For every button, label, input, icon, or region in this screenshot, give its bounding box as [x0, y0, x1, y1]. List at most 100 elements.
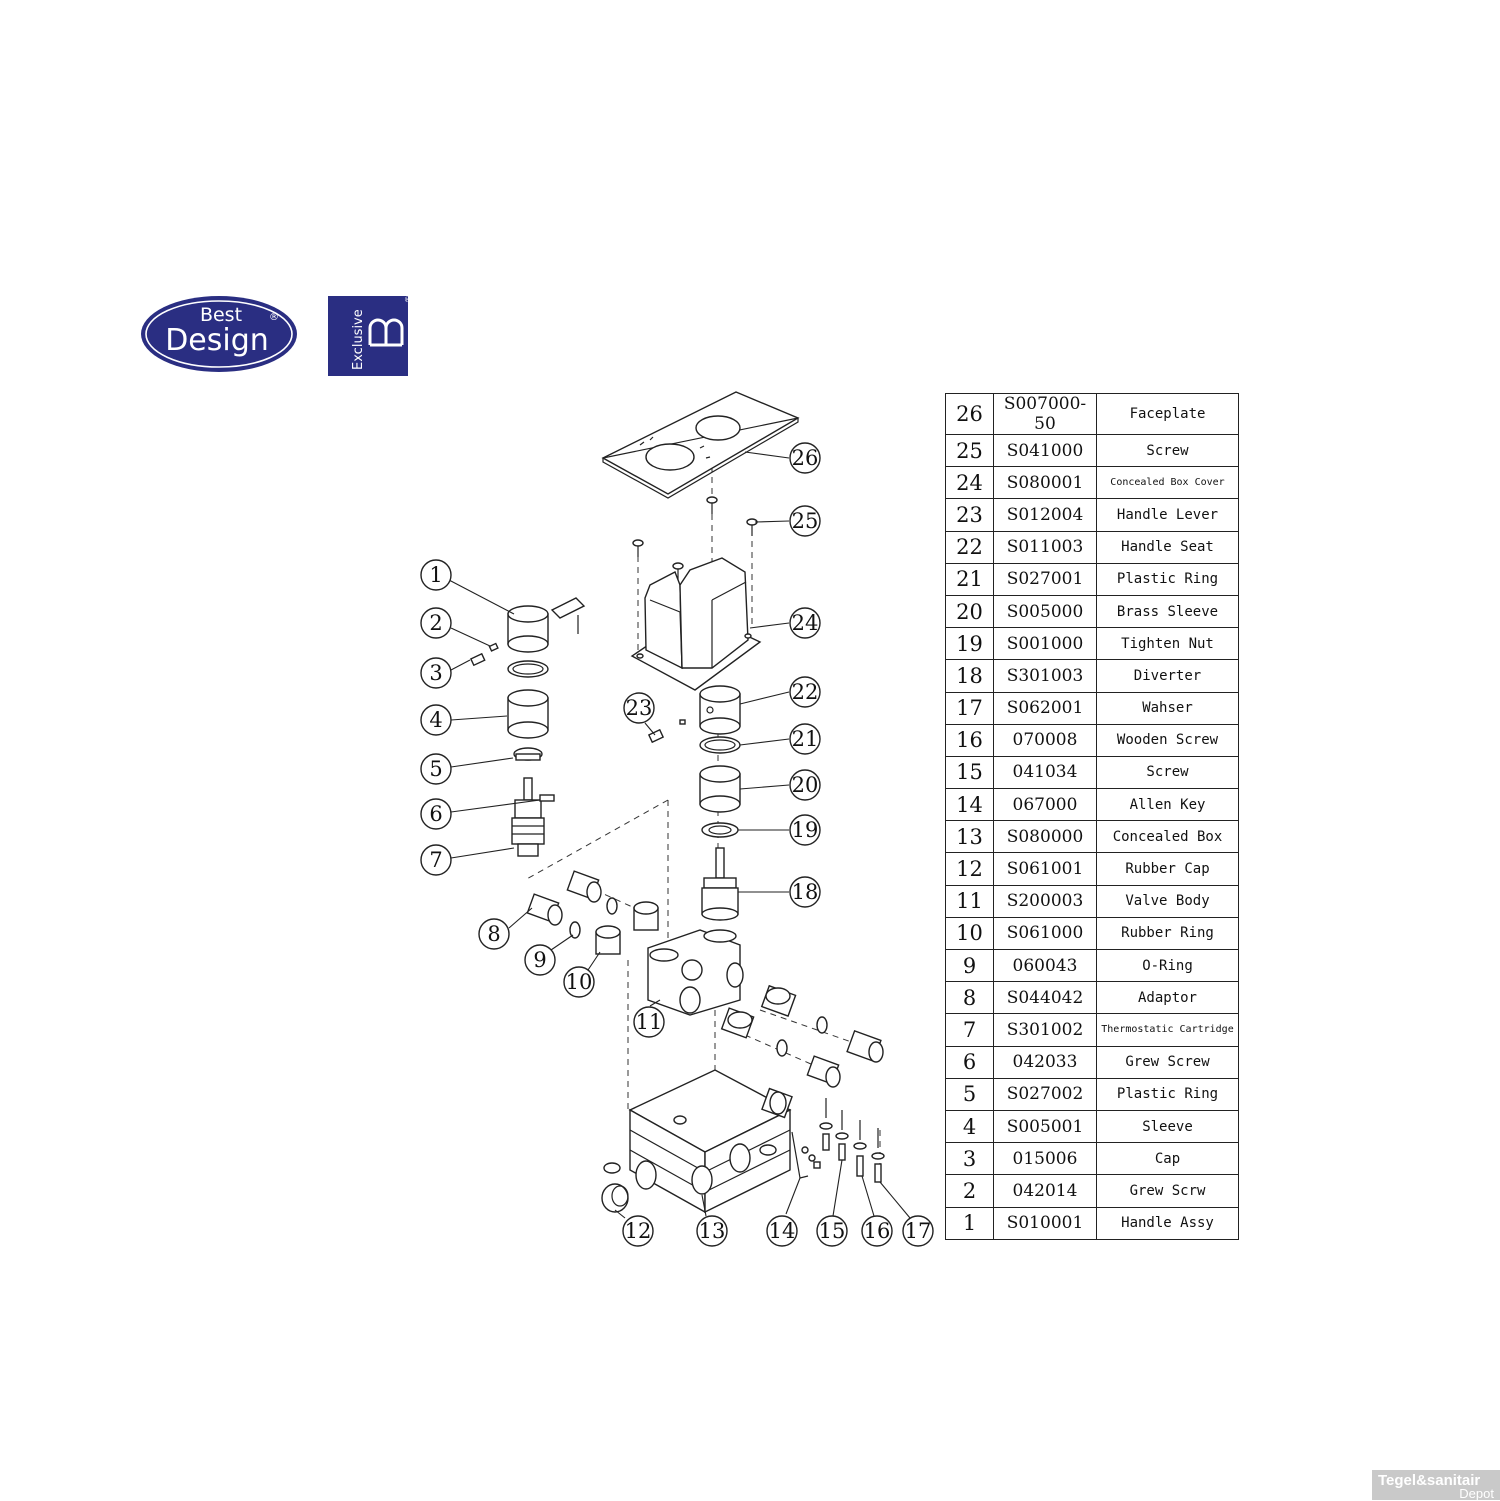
part-number-cell: 10 — [945, 916, 994, 951]
cap-part-3 — [469, 652, 486, 667]
svg-text:16: 16 — [864, 1219, 891, 1243]
svg-text:15: 15 — [819, 1219, 846, 1243]
part-code-cell: S012004 — [993, 498, 1097, 532]
callout-5: 5 — [420, 753, 452, 785]
part-number-cell: 6 — [945, 1045, 994, 1079]
part-description-cell: Rubber Cap — [1096, 852, 1239, 886]
part-number-cell: 9 — [945, 948, 994, 983]
part-description-cell: Allen Key — [1096, 788, 1239, 822]
part-number-cell: 22 — [945, 530, 994, 564]
washer-part-17 — [871, 1128, 885, 1183]
part-description-cell: Cap — [1096, 1142, 1239, 1176]
logo-text-best: Best — [200, 304, 242, 326]
part-code-cell: S010001 — [993, 1206, 1097, 1240]
svg-text:21: 21 — [792, 727, 819, 751]
part-description-cell: Handle Lever — [1096, 498, 1239, 532]
callout-14: 14 — [766, 1215, 798, 1247]
svg-text:14: 14 — [769, 1219, 796, 1243]
part-description-cell: Rubber Ring — [1096, 916, 1239, 951]
svg-text:13: 13 — [699, 1219, 726, 1243]
svg-text:2: 2 — [429, 611, 442, 635]
exclusive-bd-logo: Exclusive ® — [328, 296, 411, 376]
part-code-cell: S301002 — [993, 1013, 1097, 1047]
part-code-cell: S027002 — [993, 1077, 1097, 1111]
part-number-cell: 14 — [945, 788, 994, 822]
fittings-right — [720, 984, 884, 1088]
grew-screw-part-2 — [488, 642, 499, 652]
part-description-cell: Adaptor — [1096, 981, 1239, 1015]
part-number-cell: 13 — [945, 820, 994, 854]
callout-23: 23 — [623, 692, 655, 724]
part-code-cell: S011003 — [993, 530, 1097, 564]
part-description-cell: Brass Sleeve — [1096, 594, 1239, 629]
part-code-cell: S080000 — [993, 820, 1097, 854]
part-description-cell: Screw — [1096, 755, 1239, 790]
part-code-cell: S027001 — [993, 562, 1097, 596]
part-number-cell: 3 — [945, 1142, 994, 1176]
part-code-cell: S062001 — [993, 691, 1097, 725]
part-description-cell: Grew Scrw — [1096, 1174, 1239, 1208]
svg-text:22: 22 — [792, 680, 819, 704]
callout-26: 26 — [789, 442, 821, 474]
part-number-cell: 18 — [945, 659, 994, 693]
brass-sleeve-part — [699, 765, 741, 813]
part-number-cell: 11 — [945, 884, 994, 918]
svg-text:10: 10 — [566, 970, 593, 994]
part-number-cell: 12 — [945, 852, 994, 886]
svg-text:26: 26 — [792, 446, 819, 470]
part-code-cell: 067000 — [993, 788, 1097, 822]
part-description-cell: Screw — [1096, 433, 1239, 468]
part-code-cell: S005000 — [993, 594, 1097, 629]
callout-19: 19 — [789, 814, 821, 846]
best-design-logo: Best Design ® — [141, 296, 297, 372]
exclusive-text: Exclusive — [351, 309, 366, 370]
part-description-cell: Handle Assy — [1096, 1206, 1239, 1240]
part-description-cell: O-Ring — [1096, 948, 1239, 983]
callout-10: 10 — [563, 966, 595, 998]
part-code-cell: 042033 — [993, 1045, 1097, 1079]
plastic-ring-part-5b — [513, 747, 543, 761]
handle-assy-part — [507, 597, 586, 653]
svg-text:17: 17 — [905, 1219, 932, 1243]
svg-text:4: 4 — [429, 708, 442, 732]
rubber-ring-part-10 — [595, 901, 659, 955]
part-number-cell: 4 — [945, 1109, 994, 1144]
part-number-cell: 19 — [945, 627, 994, 661]
svg-text:9: 9 — [533, 948, 546, 972]
callout-16: 16 — [861, 1215, 893, 1247]
part-code-cell: S061001 — [993, 852, 1097, 886]
sleeve-part-4 — [507, 689, 549, 739]
svg-text:12: 12 — [625, 1219, 652, 1243]
diverter-part — [701, 847, 739, 921]
tighten-nut-part — [701, 822, 739, 838]
svg-text:25: 25 — [792, 509, 819, 533]
part-code-cell: 041034 — [993, 755, 1097, 790]
part-description-cell: Concealed Box — [1096, 820, 1239, 854]
part-code-cell: S200003 — [993, 884, 1097, 918]
part-number-cell: 25 — [945, 433, 994, 468]
faceplate-part — [601, 391, 800, 499]
valve-body-part — [647, 929, 744, 1016]
adaptor-part-8b — [566, 870, 602, 903]
part-description-cell: Wooden Screw — [1096, 723, 1239, 757]
part-code-cell: S061000 — [993, 916, 1097, 951]
part-code-cell: S080001 — [993, 466, 1097, 500]
part-number-cell: 20 — [945, 594, 994, 629]
svg-text:19: 19 — [792, 818, 819, 842]
